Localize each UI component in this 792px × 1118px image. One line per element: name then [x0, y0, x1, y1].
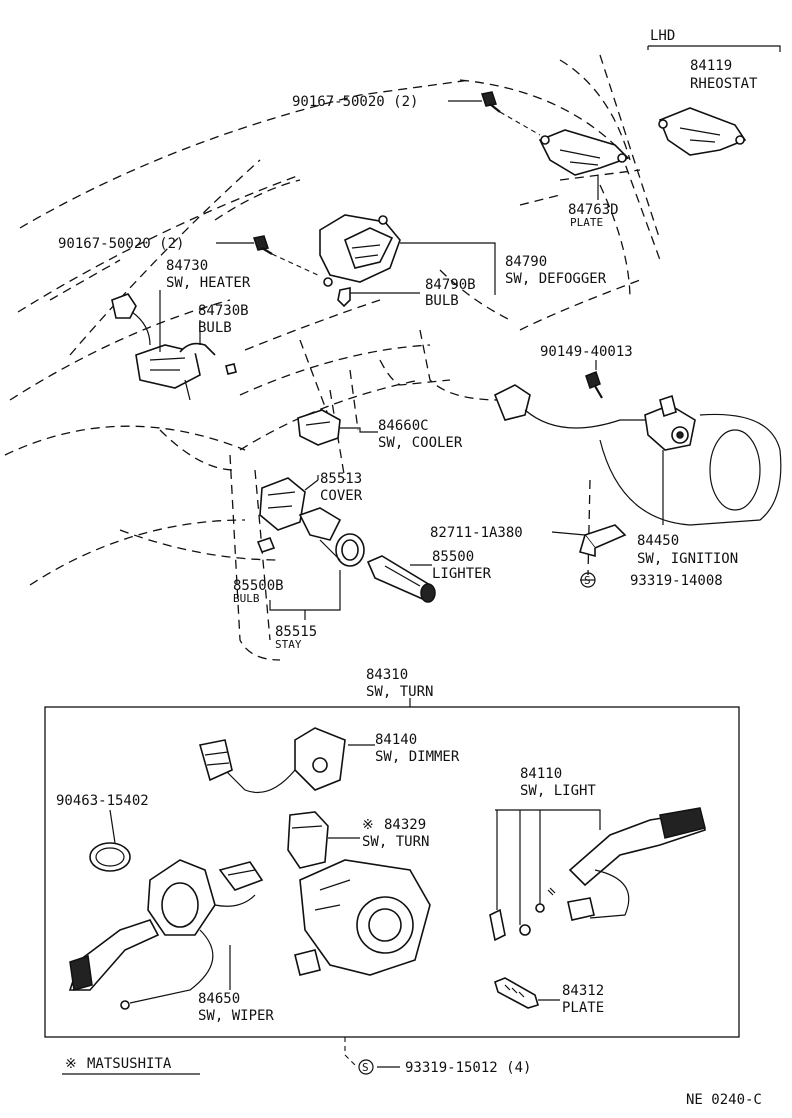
light-switch-part — [489, 807, 706, 942]
sub-assembly-name: SW, TURN — [366, 684, 433, 700]
lhd-label: LHD — [650, 28, 675, 44]
bracket-number: 82711-1A380 — [430, 525, 523, 541]
rheostat-part — [658, 107, 747, 156]
defog-bulb-name: BULB — [425, 293, 459, 309]
turn-sw-number: 84329 — [384, 817, 426, 833]
screw-mid-number: 90167-50020 (2) — [58, 236, 184, 252]
plate-number: 84763D — [568, 202, 619, 218]
std-ign-number: 93319-14008 — [630, 573, 723, 589]
dimmer-switch-part — [198, 727, 346, 794]
lighter-number: 85500 — [432, 549, 474, 565]
heater-switch-part — [111, 293, 237, 401]
defogger-bulb-part — [337, 287, 351, 308]
light-number: 84110 — [520, 766, 562, 782]
sub-assembly-number: 84310 — [366, 667, 408, 683]
screw-mid-part — [253, 235, 321, 277]
std-mark-circle-ign — [580, 572, 596, 588]
rheostat-number: 84119 — [690, 58, 732, 74]
clamp-number: 90463-15402 — [56, 793, 149, 809]
ignition-switch-part — [493, 384, 782, 526]
leader-lines — [109, 100, 664, 1068]
wiper-switch-part — [68, 859, 264, 1010]
bracket-part — [579, 524, 627, 558]
turn-switch-block-part — [287, 811, 329, 869]
stay-number: 85515 — [275, 624, 317, 640]
plate2-name: PLATE — [562, 1000, 604, 1016]
std-bottom-mark: S — [362, 1061, 369, 1074]
heater-number: 84730 — [166, 258, 208, 274]
screw-ignition-part — [585, 371, 603, 399]
cooler-switch-part — [297, 409, 341, 446]
legend-maker: MATSUSHITA — [87, 1056, 172, 1072]
cover-part — [259, 477, 306, 531]
rheostat-name: RHEOSTAT — [690, 76, 758, 92]
std-bottom-number: 93319-15012 (4) — [405, 1060, 531, 1076]
light-name: SW, LIGHT — [520, 783, 596, 799]
wiper-number: 84650 — [198, 991, 240, 1007]
cover-name: COVER — [320, 488, 363, 504]
dashboard-outline — [4, 54, 661, 661]
lighter-bulb-name: BULB — [233, 592, 260, 605]
lhd-bracket — [647, 45, 781, 52]
heater-name: SW, HEATER — [166, 275, 251, 291]
std-mark-circle-bottom — [358, 1059, 374, 1075]
combination-switch-body-part — [294, 859, 431, 976]
ignition-number: 84450 — [637, 533, 679, 549]
heater-bulb-number: 84730B — [198, 303, 249, 319]
screw-top-number: 90167-50020 (2) — [292, 94, 418, 110]
cover-number: 85513 — [320, 471, 362, 487]
heater-bulb-name: BULB — [198, 320, 232, 336]
turn-sw-mark: ※ — [362, 817, 374, 833]
lighter-bulb-part — [256, 537, 276, 553]
screw-ign-number: 90149-40013 — [540, 344, 633, 360]
stay-name: STAY — [275, 638, 302, 651]
stay-bracket — [269, 570, 341, 620]
defogger-switch-part — [319, 214, 401, 287]
lighter-bulb-number: 85500B — [233, 578, 284, 594]
wiper-name: SW, WIPER — [198, 1008, 274, 1024]
cooler-number: 84660C — [378, 418, 429, 434]
defogger-name: SW, DEFOGGER — [505, 271, 607, 287]
sub-assembly-frame — [44, 698, 740, 1038]
defogger-number: 84790 — [505, 254, 547, 270]
plate2-number: 84312 — [562, 983, 604, 999]
turn-sw-name: SW, TURN — [362, 834, 429, 850]
screw-top-part — [481, 91, 541, 136]
diagram-code: NE 0240-C — [686, 1092, 762, 1108]
clamp-part — [89, 842, 131, 872]
lighter-housing-part — [298, 507, 365, 567]
std-ign-mark: S — [584, 574, 591, 587]
lighter-part — [366, 555, 436, 603]
plate-name: PLATE — [570, 216, 603, 229]
defog-bulb-number: 84790B — [425, 277, 476, 293]
cooler-name: SW, COOLER — [378, 435, 463, 451]
plate2-part — [494, 977, 539, 1009]
legend-mark: ※ — [65, 1056, 77, 1072]
ignition-name: SW, IGNITION — [637, 551, 738, 567]
plate-part — [538, 129, 630, 176]
dimmer-name: SW, DIMMER — [375, 749, 460, 765]
lighter-name: LIGHTER — [432, 566, 492, 582]
dimmer-number: 84140 — [375, 732, 417, 748]
